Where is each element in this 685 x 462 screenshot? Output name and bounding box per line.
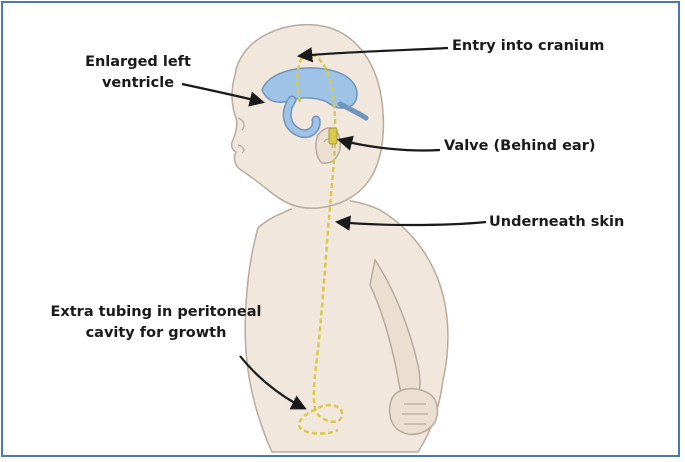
- label-ventricle-line1: Enlarged left: [72, 52, 204, 73]
- label-extra-tubing: Extra tubing in peritoneal cavity for gr…: [34, 302, 278, 344]
- shunt-valve: [329, 128, 337, 144]
- label-ventricle-line2: ventricle: [72, 73, 204, 94]
- label-entry-into-cranium: Entry into cranium: [452, 36, 604, 57]
- label-valve: Valve (Behind ear): [444, 136, 595, 157]
- label-enlarged-left-ventricle: Enlarged left ventricle: [72, 52, 204, 94]
- label-underneath-skin: Underneath skin: [489, 212, 624, 233]
- label-tubing-line2: cavity for growth: [34, 323, 278, 344]
- child-hand: [390, 389, 438, 435]
- label-tubing-line1: Extra tubing in peritoneal: [34, 302, 278, 323]
